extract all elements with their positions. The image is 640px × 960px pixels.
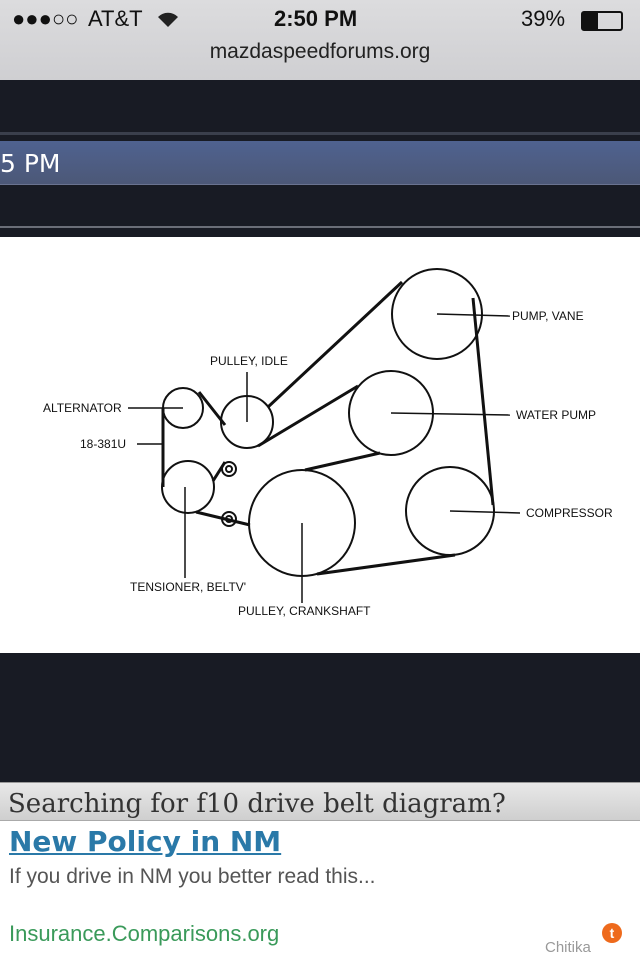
clock: 2:50 PM bbox=[274, 6, 358, 31]
label-crankshaft: PULLEY, CRANKSHAFT bbox=[238, 604, 371, 618]
label-part-number: 18-381U bbox=[80, 437, 126, 451]
label-alternator: ALTERNATOR bbox=[43, 401, 122, 415]
battery-icon bbox=[581, 11, 623, 31]
ad-title-link[interactable]: New Policy in NM bbox=[9, 825, 282, 858]
ad-provider[interactable]: Chitika bbox=[545, 939, 591, 956]
divider bbox=[0, 226, 640, 228]
signal-strength: ●●●○○ bbox=[12, 6, 79, 31]
label-pump-vane: PUMP, VANE bbox=[512, 309, 584, 323]
divider bbox=[0, 132, 640, 135]
address-bar[interactable]: mazdaspeedforums.org bbox=[209, 40, 431, 63]
leader-lines bbox=[128, 313, 521, 603]
ad-heading: Searching for f10 drive belt diagram? bbox=[8, 789, 506, 819]
carrier: AT&T bbox=[88, 6, 143, 31]
pulleys bbox=[161, 268, 495, 577]
chitika-icon[interactable]: t bbox=[602, 923, 622, 943]
label-compressor: COMPRESSOR bbox=[526, 506, 613, 520]
tensioner-pulley bbox=[161, 460, 215, 514]
belt-diagram-image: PUMP, VANE PULLEY, IDLE ALTERNATOR WATER… bbox=[0, 237, 640, 653]
ad-display-url[interactable]: Insurance.Comparisons.org bbox=[9, 921, 280, 946]
forum-header bbox=[0, 80, 640, 132]
post-header-bar: 5 PM bbox=[0, 141, 640, 185]
status-bar: ●●●○○ AT&T 2:50 PM 39% mazdaspeedforums.… bbox=[0, 0, 640, 80]
battery-percent: 39% bbox=[521, 6, 566, 31]
ad-unit[interactable]: New Policy in NM If you drive in NM you … bbox=[0, 820, 640, 960]
post-time: 5 PM bbox=[0, 149, 61, 178]
vane-pump-pulley bbox=[391, 268, 483, 360]
label-pulley-idle: PULLEY, IDLE bbox=[210, 354, 288, 368]
label-tensioner: TENSIONER, BELTV' bbox=[130, 580, 246, 594]
ad-heading-bar: Searching for f10 drive belt diagram? bbox=[0, 782, 640, 820]
belt bbox=[161, 280, 495, 576]
wifi-icon bbox=[158, 12, 178, 27]
label-water-pump: WATER PUMP bbox=[516, 408, 596, 422]
ad-description: If you drive in NM you better read this.… bbox=[9, 865, 376, 888]
